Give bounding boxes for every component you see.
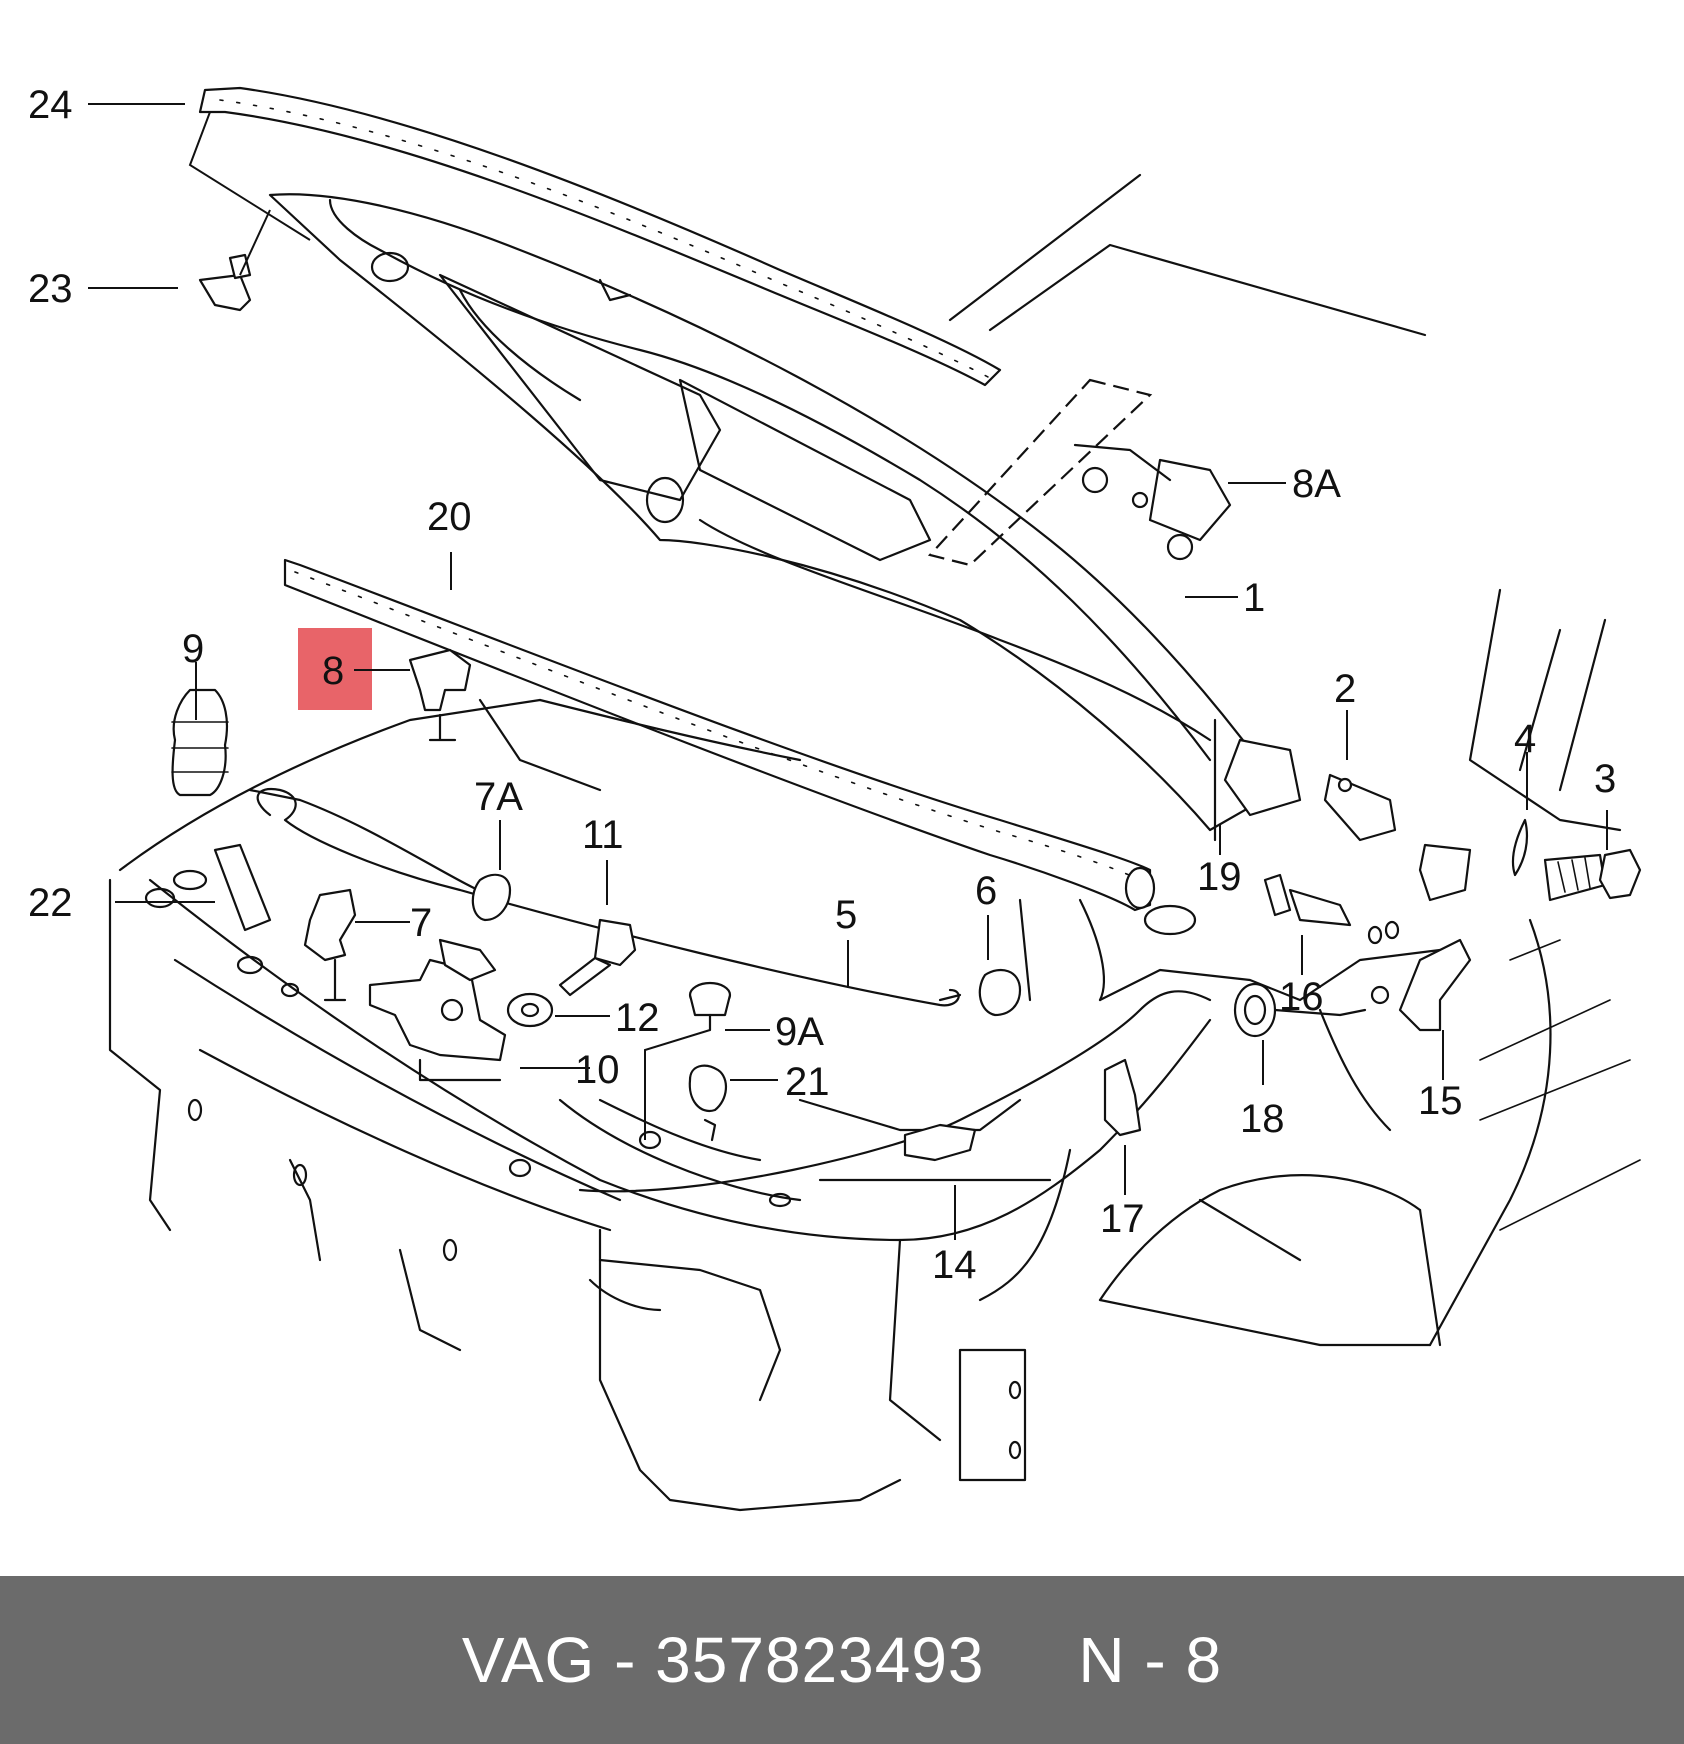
callout-7: 7 bbox=[410, 901, 432, 945]
part-7-clip bbox=[303, 888, 357, 1002]
parts-diagram: 24 23 20 8A 1 9 8 7A 11 2 4 3 22 7 5 6 1… bbox=[28, 83, 1642, 1512]
callout-6: 6 bbox=[975, 869, 997, 913]
callout-18: 18 bbox=[1240, 1097, 1285, 1141]
callout-8a: 8A bbox=[1292, 462, 1341, 506]
part-10-latch bbox=[368, 938, 507, 1082]
callout-14: 14 bbox=[932, 1243, 977, 1287]
callout-8: 8 bbox=[322, 649, 344, 693]
callout-19: 19 bbox=[1197, 855, 1242, 899]
leader-lines bbox=[88, 103, 1608, 1240]
callout-9: 9 bbox=[182, 627, 204, 671]
part-12-washer bbox=[506, 992, 554, 1028]
part-number-footer: VAG - 357823493 N - 8 bbox=[0, 1576, 1684, 1744]
callout-12: 12 bbox=[615, 996, 660, 1040]
part-15-lock bbox=[1370, 938, 1472, 1032]
callout-17: 17 bbox=[1100, 1197, 1145, 1241]
callout-23: 23 bbox=[28, 267, 73, 311]
part-3-bolt bbox=[1543, 848, 1642, 902]
callout-16: 16 bbox=[1279, 975, 1324, 1019]
release-cable bbox=[256, 787, 1212, 1193]
part-4-washer bbox=[1511, 818, 1529, 877]
part-21-clip bbox=[688, 1064, 727, 1142]
callout-2: 2 bbox=[1334, 667, 1356, 711]
callout-10: 10 bbox=[575, 1048, 620, 1092]
callout-20: 20 bbox=[427, 495, 472, 539]
part-14-holder bbox=[903, 1123, 977, 1162]
part-7a-grommet bbox=[471, 873, 512, 922]
callout-21: 21 bbox=[785, 1060, 830, 1104]
hood-seal-strip bbox=[198, 86, 1002, 387]
part-11-bolt bbox=[558, 918, 637, 997]
callout-7a: 7A bbox=[474, 775, 523, 819]
part-8-bracket bbox=[408, 648, 472, 742]
part-22-tab bbox=[213, 843, 272, 932]
callout-9a: 9A bbox=[775, 1010, 824, 1054]
callout-5: 5 bbox=[835, 893, 857, 937]
callout-labels: 24 23 20 8A 1 9 8 7A 11 2 4 3 22 7 5 6 1… bbox=[28, 83, 1616, 1287]
callout-3: 3 bbox=[1594, 757, 1616, 801]
part-16-bolt bbox=[1263, 873, 1400, 945]
callout-1: 1 bbox=[1243, 576, 1265, 620]
callout-22: 22 bbox=[28, 881, 73, 925]
callout-15: 15 bbox=[1418, 1079, 1463, 1123]
hood-assembly-drawing: 24 23 20 8A 1 9 8 7A 11 2 4 3 22 7 5 6 1… bbox=[28, 83, 1642, 1512]
callout-11: 11 bbox=[582, 813, 624, 857]
callout-4: 4 bbox=[1514, 717, 1536, 761]
part-2-hinge bbox=[1223, 738, 1472, 902]
part-8a-hinge bbox=[927, 378, 1232, 567]
callout-24: 24 bbox=[28, 83, 73, 127]
part-number-caption: VAG - 357823493 N - 8 bbox=[461, 1624, 1223, 1696]
part-23-clip bbox=[198, 253, 252, 312]
part-9-buffer bbox=[171, 688, 229, 891]
part-17-clip bbox=[1103, 1058, 1142, 1137]
car-body-outline bbox=[948, 173, 1641, 1347]
part-6-grommet bbox=[978, 968, 1022, 1017]
part-18-grommet bbox=[1233, 982, 1367, 1038]
part-9a-grommet bbox=[688, 981, 732, 1032]
